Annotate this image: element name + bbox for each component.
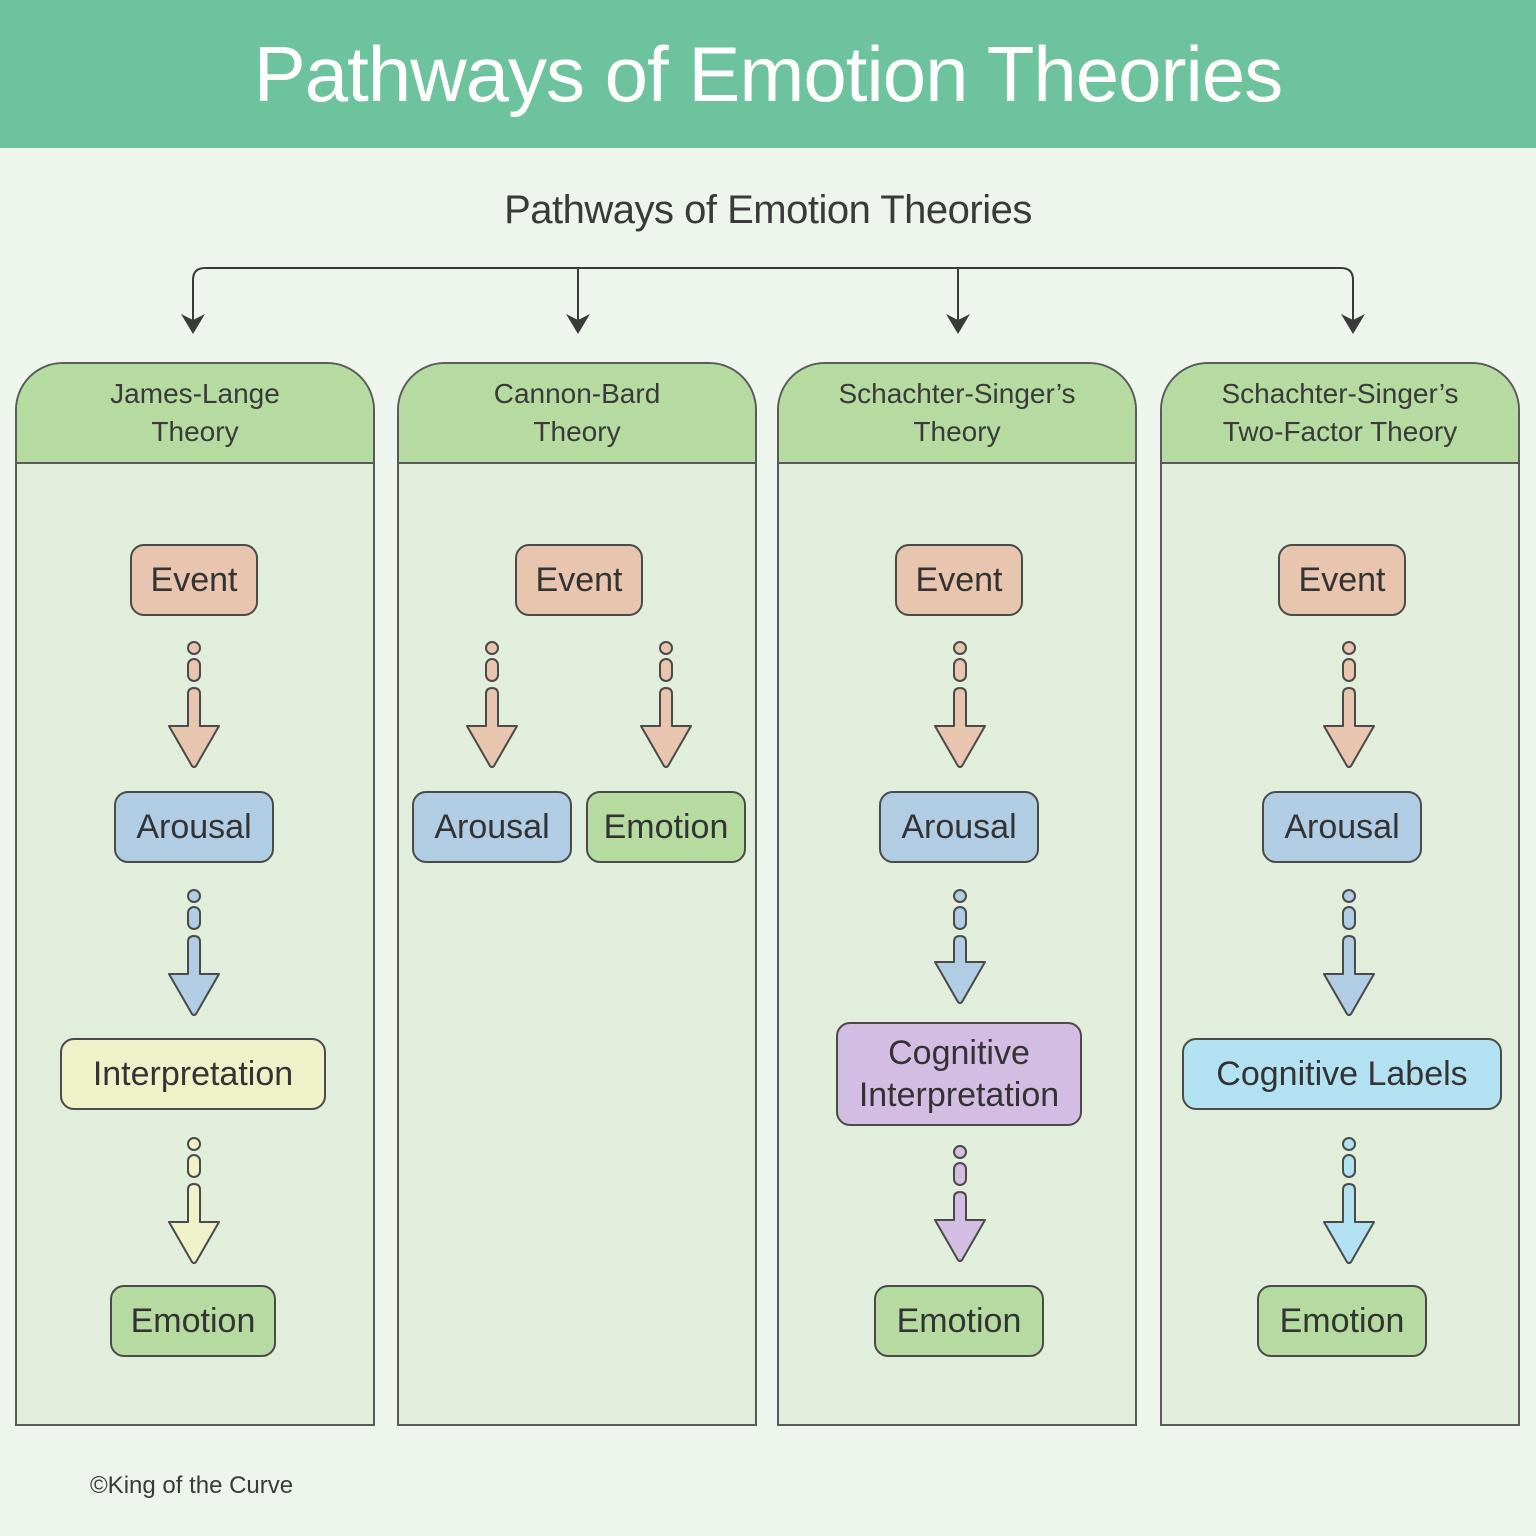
arrow-dash <box>659 658 673 682</box>
node-event: Event <box>130 544 258 616</box>
header-banner: Pathways of Emotion Theories <box>0 0 1536 148</box>
branch-arrowhead <box>946 314 970 334</box>
down-arrow <box>934 1145 986 1262</box>
node-arousal: Arousal <box>1262 791 1422 863</box>
arrow-dash <box>187 906 201 930</box>
node-arousal: Arousal <box>412 791 572 863</box>
arrow-head <box>168 1183 220 1264</box>
arrow-dot <box>1342 889 1356 903</box>
branch-arrowhead <box>181 314 205 334</box>
arrow-head <box>168 687 220 768</box>
arrow-dot <box>485 641 499 655</box>
arrow-head <box>934 935 986 1004</box>
column-header: Schachter-Singer’s Two-Factor Theory <box>1162 364 1518 464</box>
arrow-dash <box>187 658 201 682</box>
down-arrow <box>1323 641 1375 768</box>
down-arrow <box>640 641 692 768</box>
diagram-title: Pathways of Emotion Theories <box>504 188 1032 232</box>
node-emotion: Emotion <box>110 1285 276 1357</box>
arrow-dot <box>659 641 673 655</box>
column-title: Schachter-Singer’s Two-Factor Theory <box>1221 378 1459 447</box>
column-title: Cannon-Bard Theory <box>493 378 661 447</box>
down-arrow <box>934 889 986 1004</box>
column-header: Schachter-Singer’s Theory <box>779 364 1135 464</box>
node-event: Event <box>515 544 643 616</box>
branch-line <box>192 267 1354 332</box>
column-header: James-Lange Theory <box>17 364 373 464</box>
arrow-dash <box>953 906 967 930</box>
arrow-dash <box>187 1154 201 1178</box>
node-cognitive-labels: Cognitive Labels <box>1182 1038 1502 1110</box>
node-interpretation: Interpretation <box>60 1038 326 1110</box>
down-arrow <box>168 889 220 1016</box>
down-arrow <box>168 1137 220 1264</box>
arrow-dot <box>187 641 201 655</box>
arrow-dash <box>953 1162 967 1186</box>
column-two-factor: Schachter-Singer’s Two-Factor Theory Eve… <box>1160 362 1520 1426</box>
arrow-head <box>1323 935 1375 1016</box>
copyright-credit: ©King of the Curve <box>90 1472 294 1499</box>
node-emotion: Emotion <box>586 791 746 863</box>
arrow-dot <box>1342 641 1356 655</box>
arrow-dash <box>485 658 499 682</box>
down-arrow <box>1323 1137 1375 1264</box>
node-event: Event <box>1278 544 1406 616</box>
arrow-dot <box>953 889 967 903</box>
node-arousal: Arousal <box>879 791 1039 863</box>
column-header: Cannon-Bard Theory <box>399 364 755 464</box>
arrow-head <box>466 687 518 768</box>
arrow-dot <box>953 1145 967 1159</box>
arrow-head <box>640 687 692 768</box>
node-cognitive-interpretation: Cognitive Interpretation <box>836 1022 1082 1126</box>
down-arrow <box>1323 889 1375 1016</box>
column-title: James-Lange Theory <box>110 378 280 447</box>
column-james-lange: James-Lange Theory Event Arousal Interpr… <box>15 362 375 1426</box>
branch-arrowhead <box>1341 314 1365 334</box>
arrow-head <box>934 1191 986 1262</box>
node-event: Event <box>895 544 1023 616</box>
column-cannon-bard: Cannon-Bard Theory Event Arousal Emotion <box>397 362 757 1426</box>
node-emotion: Emotion <box>874 1285 1044 1357</box>
column-schachter-singer: Schachter-Singer’s Theory Event Arousal … <box>777 362 1137 1426</box>
column-title: Schachter-Singer’s Theory <box>838 378 1076 447</box>
arrow-dot <box>187 889 201 903</box>
arrow-dash <box>1342 906 1356 930</box>
arrow-head <box>168 935 220 1016</box>
arrow-dot <box>953 641 967 655</box>
down-arrow <box>934 641 986 768</box>
arrow-head <box>934 687 986 768</box>
arrow-dot <box>187 1137 201 1151</box>
arrow-dash <box>1342 658 1356 682</box>
banner-title: Pathways of Emotion Theories <box>253 29 1283 118</box>
arrow-head <box>1323 1183 1375 1264</box>
branch-arrowhead <box>566 314 590 334</box>
arrow-dot <box>1342 1137 1356 1151</box>
arrow-head <box>1323 687 1375 768</box>
node-emotion: Emotion <box>1257 1285 1427 1357</box>
down-arrow <box>466 641 518 768</box>
arrow-dash <box>953 658 967 682</box>
node-arousal: Arousal <box>114 791 274 863</box>
down-arrow <box>168 641 220 768</box>
arrow-dash <box>1342 1154 1356 1178</box>
